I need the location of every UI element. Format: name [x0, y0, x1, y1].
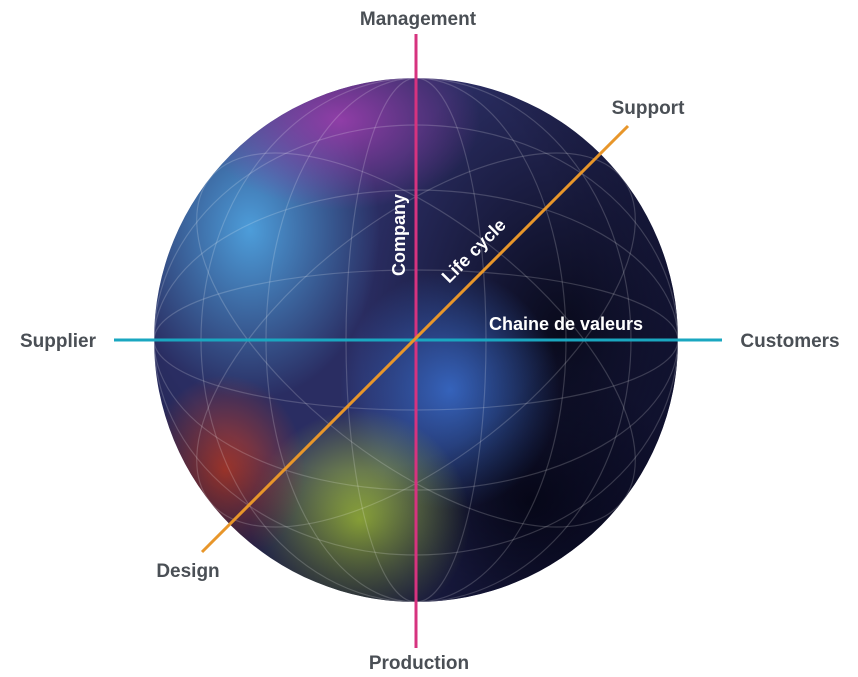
company-axis-label: Company: [389, 194, 409, 276]
sphere: [154, 78, 678, 602]
management-label: Management: [360, 9, 477, 30]
diagonal-axis-line: [200, 124, 630, 554]
customers-label: Customers: [740, 331, 839, 352]
supplier-label: Supplier: [20, 331, 97, 352]
design-label: Design: [156, 561, 219, 582]
chaine-de-valeurs-axis-label: Chaine de valeurs: [489, 314, 643, 334]
production-label: Production: [369, 653, 469, 674]
support-label: Support: [612, 98, 685, 119]
